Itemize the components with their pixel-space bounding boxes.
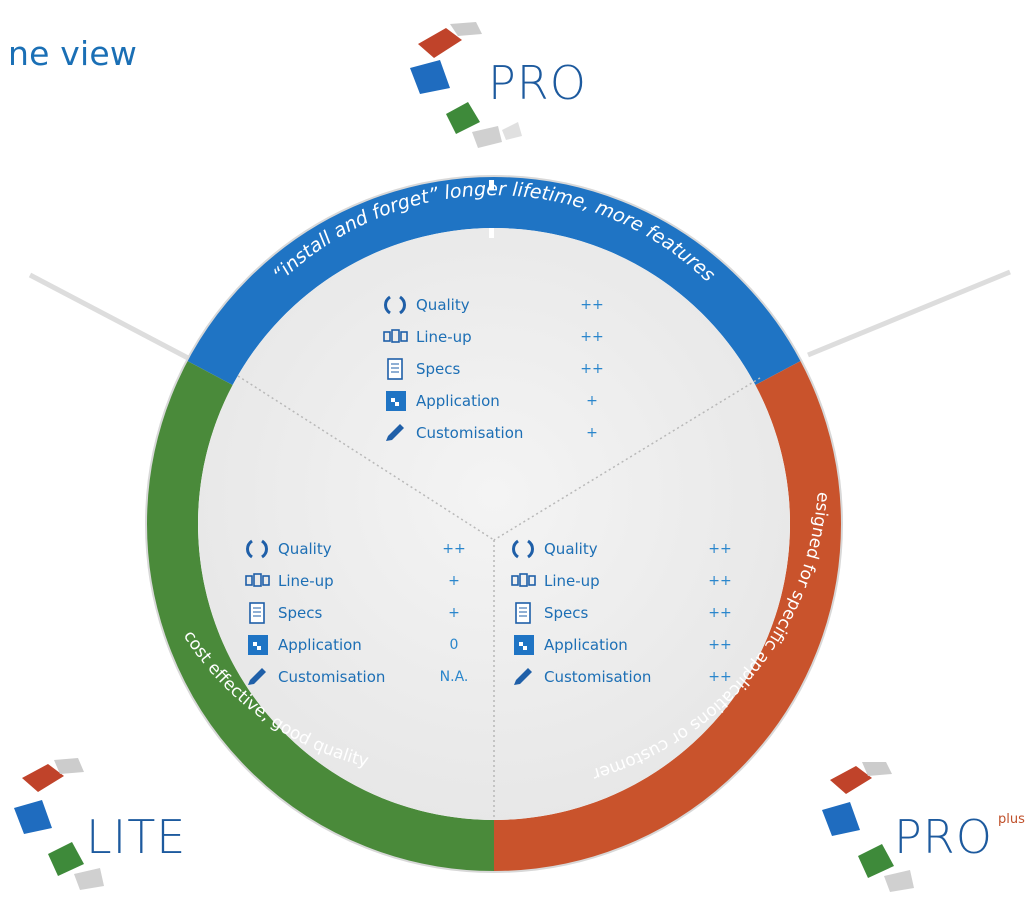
logo-lite-text: LITE [86,810,187,864]
lineup-icon [510,570,536,592]
laurel-icon [382,294,408,316]
criteria-row: Specs + [244,600,484,626]
tick-right [799,718,810,728]
divider-left [237,375,495,541]
criteria-rating: + [448,573,460,589]
criteria-rating: ++ [708,605,732,621]
customisation-icon [510,666,536,688]
logo-proplus-cubes-icon [822,762,914,892]
criteria-label: Customisation [416,424,524,442]
logo-lite-cubes-icon [14,758,104,890]
panel-proplus: Quality++Line-up++Specs++Application++Cu… [510,536,750,696]
criteria-row: Quality ++ [382,292,622,318]
criteria-row: Application + [382,388,622,414]
criteria-row: Application ++ [510,632,750,658]
laurel-icon [244,538,270,560]
criteria-rating: ++ [580,297,604,313]
logo-pro-text: PRO [488,56,587,110]
criteria-rating: 0 [449,637,459,653]
application-icon [382,390,408,412]
criteria-rating: + [586,393,598,409]
logo-pro: PRO [410,22,600,152]
inner-disc [198,228,790,820]
application-icon [510,634,536,656]
criteria-label: Line-up [416,328,472,346]
tick-top [489,180,494,190]
criteria-row: Line-up + [244,568,484,594]
lineup-icon [382,326,408,348]
criteria-row: Customisation + [382,420,622,446]
criteria-label: Application [544,636,628,654]
laurel-icon [510,538,536,560]
spoke-left [28,272,190,361]
lineup-icon [244,570,270,592]
criteria-row: Quality ++ [244,536,484,562]
ring-segment-lite [146,360,495,872]
criteria-label: Customisation [544,668,652,686]
logo-pro-cubes-icon [410,22,522,148]
criteria-label: Specs [278,604,323,622]
criteria-row: Line-up ++ [382,324,622,350]
criteria-row: Line-up ++ [510,568,750,594]
criteria-row: Customisation ++ [510,664,750,690]
page-title: ne view [8,34,138,73]
criteria-row: Quality ++ [510,536,750,562]
criteria-row: Application 0 [244,632,484,658]
criteria-label: Line-up [278,572,334,590]
criteria-label: Application [416,392,500,410]
ring-segment-pro [186,176,802,386]
application-icon [244,634,270,656]
divider-right [493,377,761,541]
specs-icon [382,358,408,380]
specs-icon [510,602,536,624]
tick-left [169,722,180,732]
criteria-row: Specs ++ [510,600,750,626]
panel-pro: Quality++Line-up++Specs++Application+Cus… [382,292,622,452]
criteria-row: Customisation N.A. [244,664,484,690]
criteria-label: Specs [544,604,589,622]
specs-icon [244,602,270,624]
logo-proplus-sup: plus [998,812,1025,827]
criteria-label: Specs [416,360,461,378]
criteria-label: Quality [544,540,598,558]
logo-proplus: PRO plus [818,762,1030,902]
criteria-row: Specs ++ [382,356,622,382]
spoke-right [807,269,1011,358]
customisation-icon [382,422,408,444]
ring-outer-edge [145,175,843,873]
logo-lite: LITE [8,758,208,898]
criteria-rating: ++ [708,669,732,685]
criteria-label: Customisation [278,668,386,686]
criteria-rating: ++ [708,573,732,589]
criteria-rating: ++ [708,541,732,557]
criteria-rating: ++ [708,637,732,653]
customisation-icon [244,666,270,688]
criteria-rating: + [586,425,598,441]
criteria-rating: ++ [580,361,604,377]
criteria-label: Line-up [544,572,600,590]
criteria-rating: + [448,605,460,621]
criteria-rating: ++ [442,541,466,557]
tick-top-inner [489,228,494,238]
ring-segment-proplus [494,360,842,872]
criteria-rating: N.A. [439,669,469,685]
criteria-label: Quality [416,296,470,314]
criteria-label: Application [278,636,362,654]
criteria-label: Quality [278,540,332,558]
logo-proplus-text: PRO [894,810,993,864]
criteria-rating: ++ [580,329,604,345]
